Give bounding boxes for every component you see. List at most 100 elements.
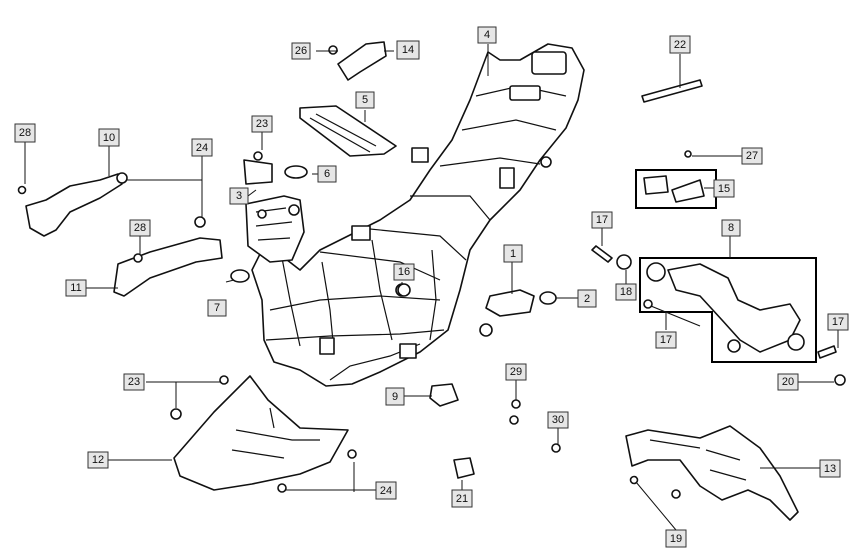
part-14-bracket (337, 41, 387, 81)
callout-27-top: 26 (291, 42, 311, 60)
callout-18: 17 (655, 331, 677, 349)
callout-5: 5 (355, 91, 375, 109)
svg-text:23: 23 (128, 376, 140, 388)
svg-text:28: 28 (134, 222, 146, 234)
svg-text:19: 19 (670, 533, 682, 545)
svg-text:13: 13 (824, 463, 836, 475)
steering-bracket (245, 195, 305, 263)
part-27-bolt-right (684, 150, 692, 158)
svg-text:4: 4 (484, 29, 490, 41)
callout-14: 14 (396, 40, 420, 60)
callout-2: 2 (577, 289, 597, 308)
callout-13: 13 (819, 459, 841, 478)
part-20-nut-b (671, 489, 681, 499)
part-6-grommet (284, 165, 308, 179)
part-19-washer (616, 254, 632, 270)
part-13-ribs (649, 439, 747, 481)
svg-text:12: 12 (92, 454, 104, 466)
callout-10: 10 (98, 128, 120, 147)
svg-text:22: 22 (674, 39, 686, 51)
callout-8: 8 (721, 219, 741, 237)
callout-15: 15 (713, 179, 735, 198)
part-20-nut-a (629, 475, 639, 485)
part-15-left (643, 175, 669, 195)
svg-text:23: 23 (256, 118, 268, 130)
svg-text:5: 5 (362, 94, 368, 106)
part-23-screw-c (347, 449, 357, 459)
svg-text:6: 6 (324, 168, 330, 180)
part-7-ring (230, 269, 250, 283)
callout-29: 29 (505, 363, 527, 381)
part-28-bolt-a (17, 185, 27, 195)
callout-16: 16 (393, 263, 415, 281)
part-12-undercover (173, 375, 349, 491)
callout-3: 3 (229, 187, 249, 205)
svg-text:24: 24 (196, 142, 208, 154)
svg-text:21: 21 (456, 493, 468, 505)
svg-text:7: 7 (214, 302, 220, 314)
callout-21: 20 (777, 373, 799, 391)
part-27-bolt-top (328, 45, 338, 55)
callout-24: 24 (191, 138, 213, 157)
part-2-clamp (539, 291, 557, 305)
svg-text:29: 29 (510, 366, 522, 378)
callout-22: 21 (451, 489, 473, 508)
callout-9: 9 (385, 387, 405, 406)
part-18-head (643, 299, 653, 309)
part-26-nut (253, 151, 263, 161)
part-13-bracket (625, 425, 799, 521)
svg-text:16: 16 (398, 266, 410, 278)
part-23-screw-d (277, 483, 287, 493)
part-17-bolt-a (591, 245, 613, 263)
svg-text:20: 20 (782, 376, 794, 388)
part-21-nut (834, 374, 846, 386)
part-15-right (671, 179, 705, 203)
svg-text:2: 2 (584, 293, 590, 305)
callout-23-top: 23 (123, 373, 145, 391)
part-24-nut-a (116, 172, 128, 184)
part-18-bolt (645, 303, 701, 327)
callout-20: 19 (665, 529, 687, 548)
part-12-ribs (231, 407, 320, 459)
callout-4: 4 (477, 26, 497, 44)
svg-text:14: 14 (402, 44, 414, 56)
svg-text:17: 17 (832, 316, 844, 328)
part-23-screw-b (219, 375, 229, 385)
svg-text:9: 9 (392, 391, 398, 403)
part-17-bolt-b (817, 345, 837, 359)
svg-text:24: 24 (380, 485, 392, 497)
callout-27-right: 27 (741, 147, 763, 165)
callout-12: 12 (87, 451, 109, 469)
part-25-rod (641, 79, 703, 103)
callout-28-left: 28 (14, 123, 36, 143)
callout-25: 22 (669, 35, 691, 54)
svg-text:10: 10 (103, 132, 115, 144)
svg-text:27: 27 (746, 150, 758, 162)
part-3-clip (243, 159, 273, 185)
part-5-holes (309, 113, 377, 153)
part-8-bush-b (787, 333, 805, 351)
callout-17-right: 17 (827, 313, 849, 331)
callout-11: 11 (65, 279, 87, 297)
svg-text:28: 28 (19, 127, 31, 139)
part-11-bar (113, 237, 223, 297)
part-1-collar (479, 323, 493, 337)
part-10-bracket (25, 173, 123, 237)
part-30-bolt (551, 443, 561, 453)
callout-26: 23 (251, 115, 273, 133)
main-frame (251, 43, 585, 387)
svg-text:3: 3 (236, 190, 242, 202)
svg-text:17: 17 (660, 334, 672, 346)
part-8-hanger (667, 263, 801, 353)
callout-6: 6 (317, 165, 337, 183)
svg-text:8: 8 (728, 222, 734, 234)
callout-23-bottom: 24 (375, 481, 397, 500)
svg-text:26: 26 (295, 45, 307, 57)
callout-7: 7 (207, 299, 227, 317)
svg-text:17: 17 (596, 214, 608, 226)
svg-text:15: 15 (718, 183, 730, 195)
leader-lines (24, 44, 839, 531)
part-8-bush-c (727, 339, 741, 353)
svg-text:11: 11 (70, 282, 81, 294)
